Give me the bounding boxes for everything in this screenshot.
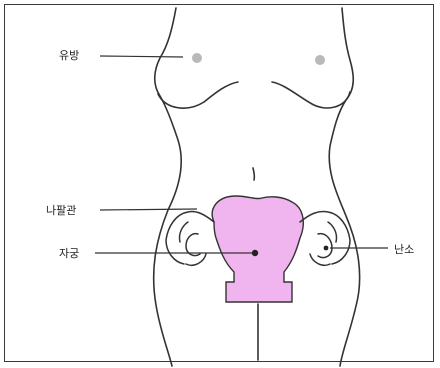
breast-leader [100, 56, 183, 57]
right-nipple [315, 55, 325, 65]
tube-leader [100, 209, 197, 210]
torso-outline [154, 8, 360, 366]
ovary-leader-dot [324, 246, 329, 251]
uterus-label: 자궁 [59, 248, 79, 259]
left-nipple [192, 53, 202, 63]
ovary-label: 난소 [394, 244, 414, 255]
left-tube-ovary [166, 211, 214, 265]
right-tube-ovary [300, 211, 350, 265]
uterus-shape [212, 196, 303, 302]
breast-label: 유방 [59, 50, 79, 61]
fallopian-tube-label: 나팔관 [46, 205, 76, 216]
